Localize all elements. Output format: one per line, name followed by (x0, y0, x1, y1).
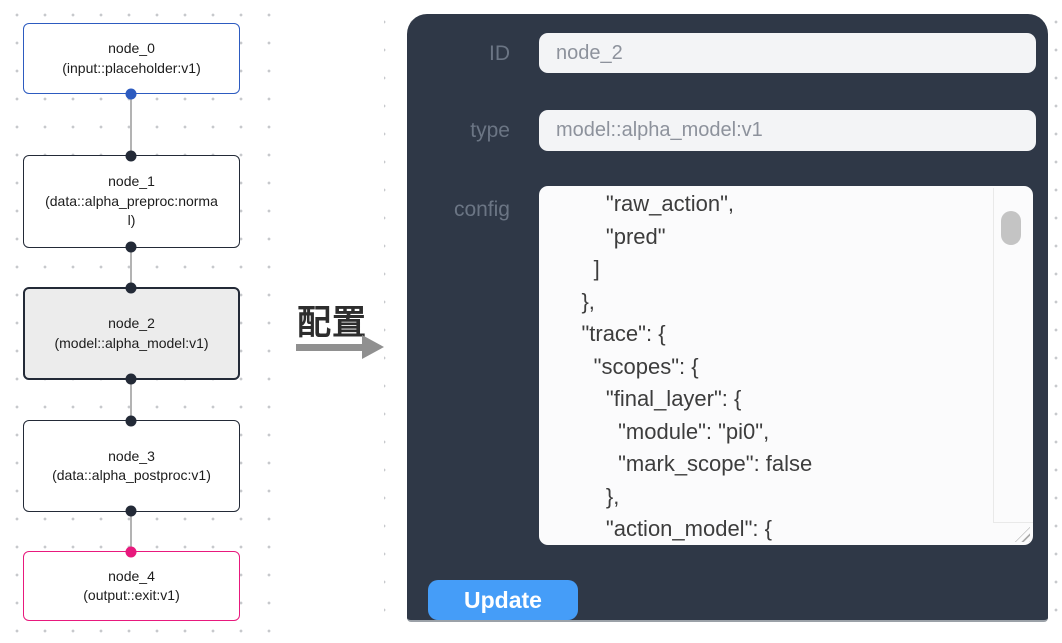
port-node_0-out[interactable] (125, 88, 137, 100)
port-node_1-in[interactable] (125, 150, 137, 162)
graph-node-node_0[interactable]: node_0 (input::placeholder:v1) (23, 23, 240, 94)
arrow-shaft (296, 344, 364, 351)
node-type-label: (data::alpha_postproc:v1) (52, 467, 211, 483)
type-input-value: model::alpha_model:v1 (556, 119, 763, 141)
arrow-right-icon (362, 335, 384, 359)
resize-grip-icon[interactable] (1015, 527, 1030, 542)
node-id-label: node_4 (108, 567, 155, 584)
node-id-label: node_3 (108, 447, 155, 464)
config-textarea[interactable]: "raw_action", "pred" ] }, "trace": { "sc… (539, 186, 1033, 545)
port-node_3-out[interactable] (125, 505, 137, 517)
node-id-label: node_1 (108, 173, 155, 190)
scrollbar-track (993, 188, 994, 522)
graph-node-node_3[interactable]: node_3 (data::alpha_postproc:v1) (23, 420, 240, 512)
graph-node-node_2-selected[interactable]: node_2 (model::alpha_model:v1) (23, 287, 240, 380)
type-field-label: type (470, 119, 510, 142)
node-type-label: (model::alpha_model:v1) (54, 334, 209, 351)
type-input[interactable]: model::alpha_model:v1 (539, 110, 1036, 151)
node-type-label: (input::placeholder:v1) (62, 59, 201, 76)
scrollbar-thumb[interactable] (1001, 211, 1021, 245)
id-input[interactable]: node_2 (539, 33, 1036, 73)
graph-node-node_4[interactable]: node_4 (output::exit:v1) (23, 551, 240, 621)
node-id-label: node_0 (108, 40, 155, 56)
scrollbar-corner-line (993, 522, 1033, 523)
port-node_1-out[interactable] (125, 241, 137, 253)
edge-node_0-node_1 (130, 94, 132, 156)
id-input-value: node_2 (556, 41, 623, 64)
config-json-text: "raw_action", "pred" ] }, "trace": { "sc… (581, 191, 813, 541)
node-type-label: (output::exit:v1) (83, 587, 180, 603)
edge-node_2-node_3 (130, 379, 132, 421)
port-node_4-in[interactable] (125, 546, 137, 558)
node-type-label: (data::alpha_preproc:normal) (45, 192, 218, 229)
port-node_2-out[interactable] (125, 373, 137, 385)
node-config-panel: ID node_2 type model::alpha_model:v1 con… (407, 14, 1048, 622)
node-id-label: node_2 (108, 315, 155, 331)
id-field-label: ID (489, 42, 510, 65)
config-field-label: config (453, 198, 510, 221)
update-button[interactable]: Update (428, 580, 578, 620)
port-node_3-in[interactable] (125, 415, 137, 427)
edge-node_1-node_2 (130, 247, 132, 288)
graph-node-node_1[interactable]: node_1 (data::alpha_preproc:normal) (23, 155, 240, 248)
edge-node_3-node_4 (130, 511, 132, 552)
annotation-label: 配置 (297, 304, 367, 342)
port-node_2-in[interactable] (125, 282, 137, 294)
graph-canvas[interactable]: node_0 (input::placeholder:v1) node_1 (d… (0, 0, 274, 643)
